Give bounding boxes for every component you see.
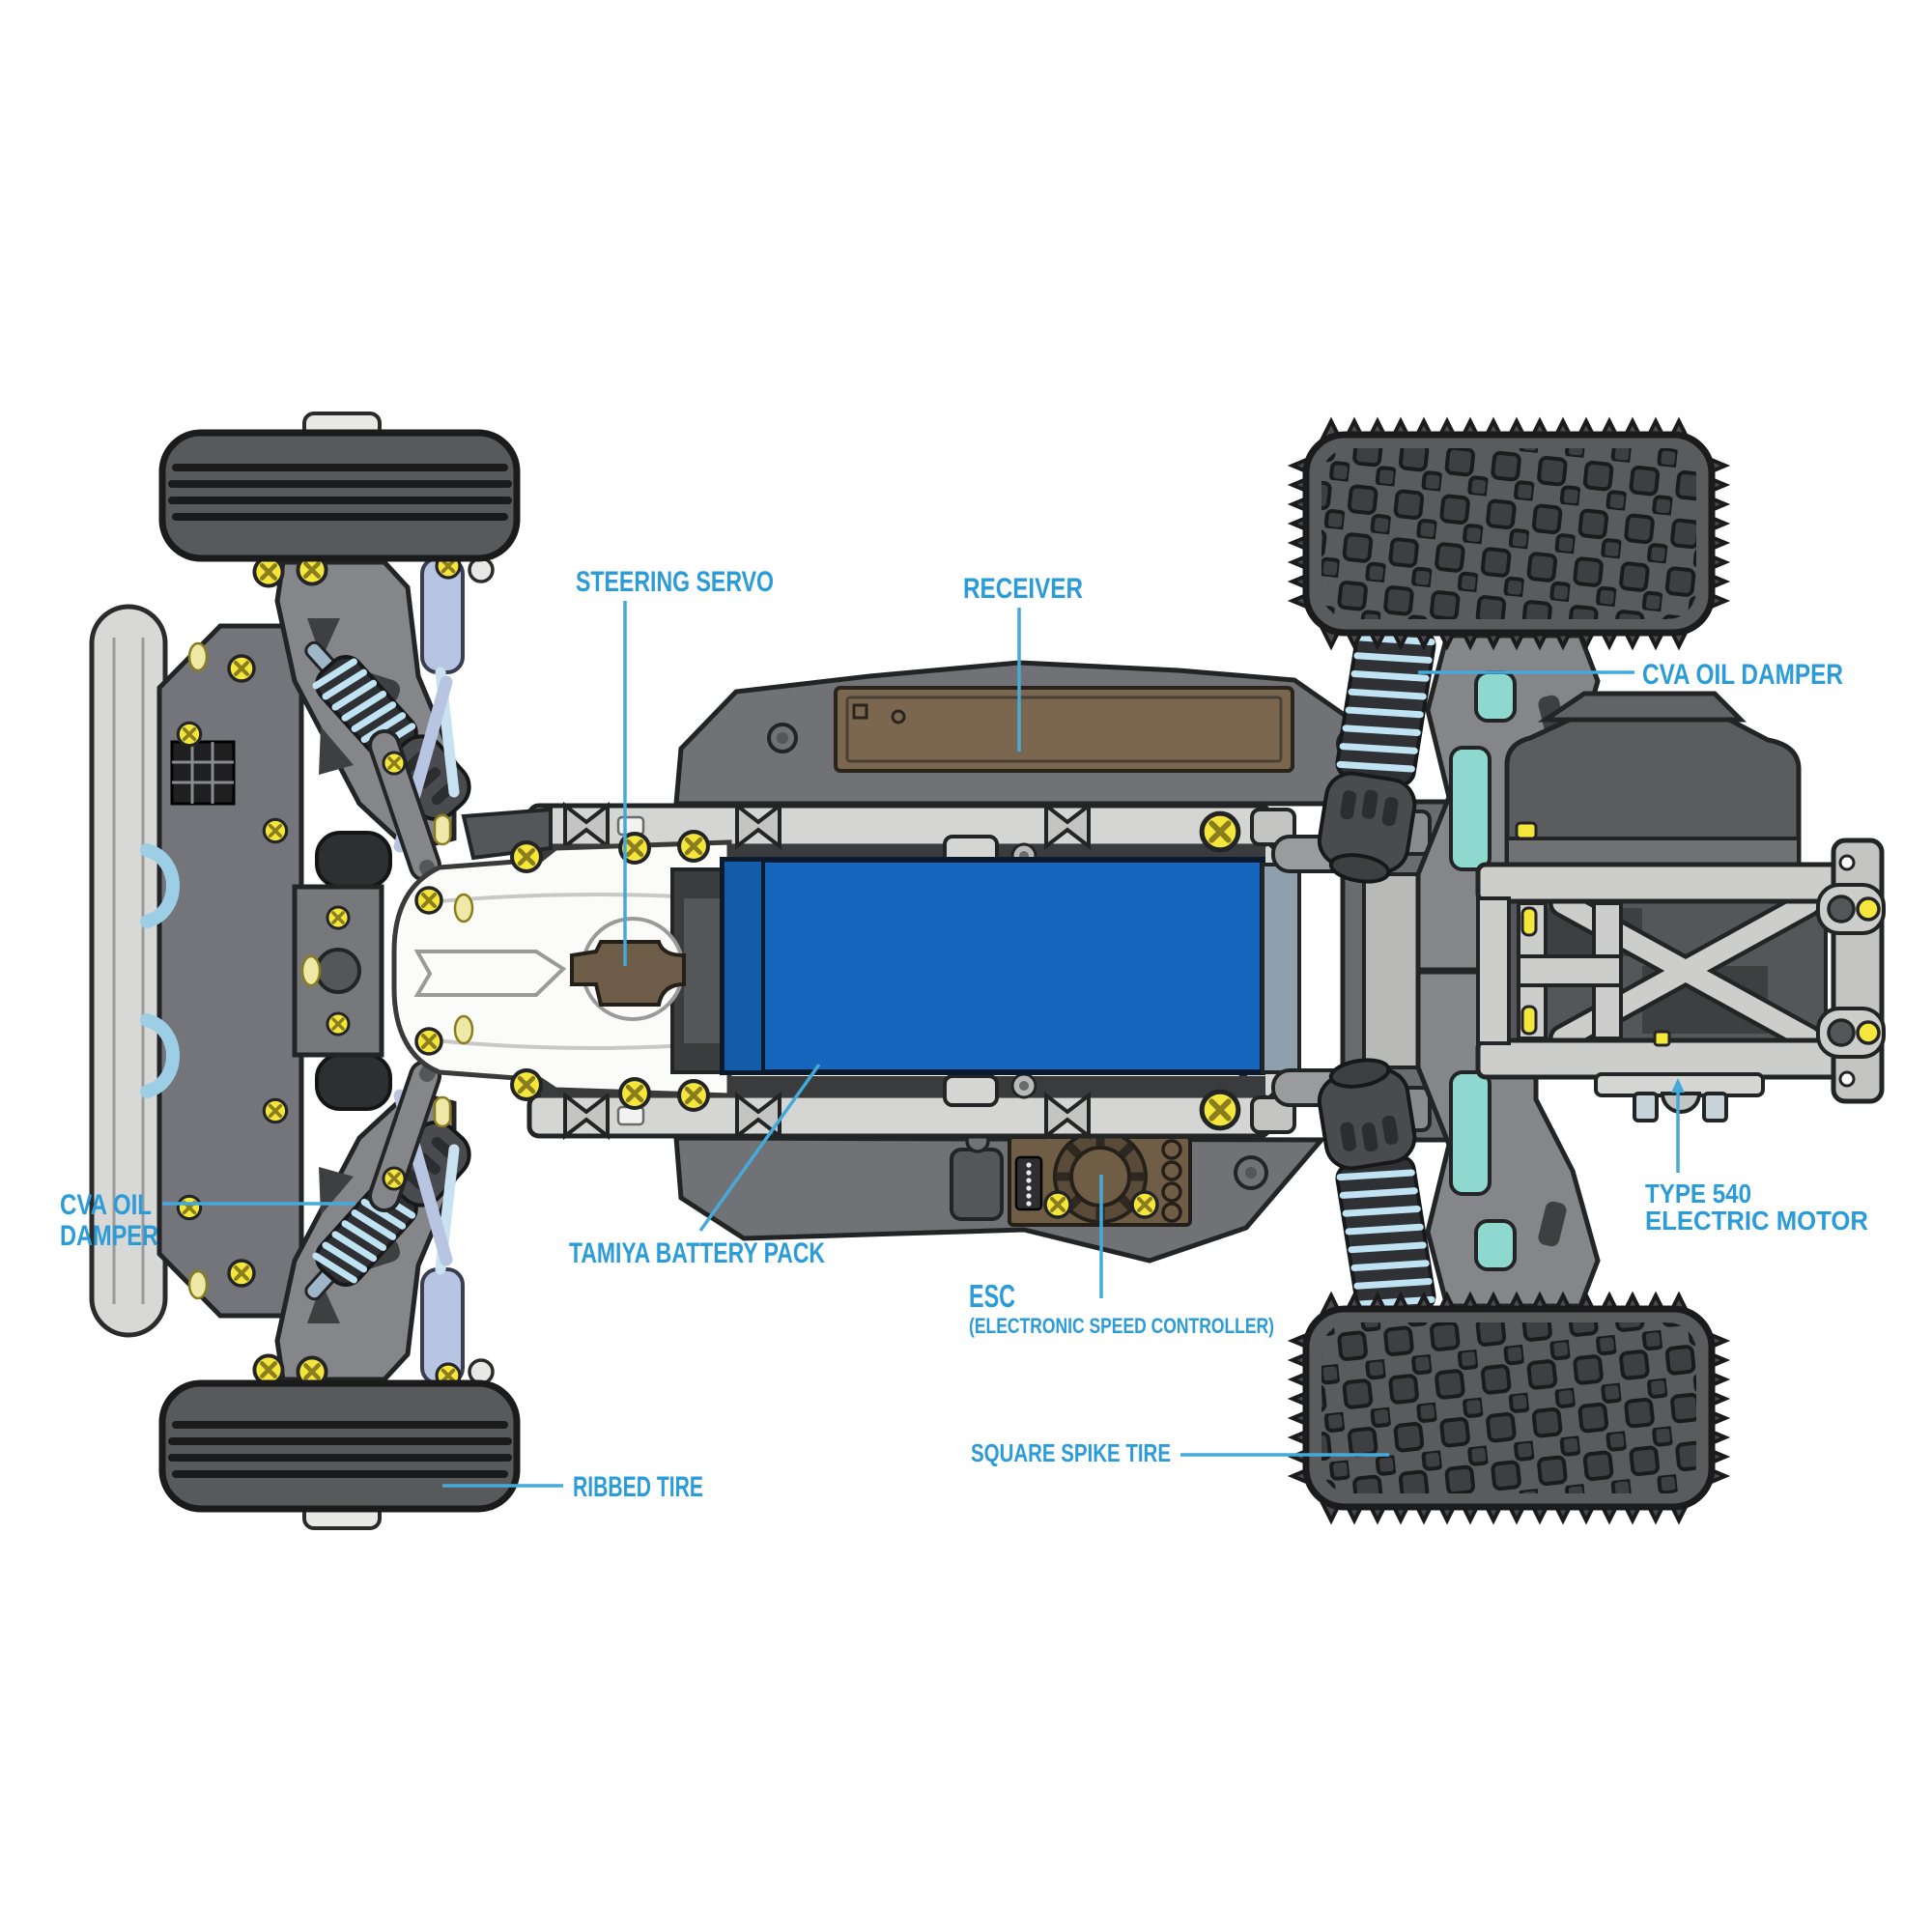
battery-label: TAMIYA BATTERY PACK (569, 1237, 825, 1269)
gearbox-hump (1537, 691, 1747, 723)
ribbed-tire-label: RIBBED TIRE (573, 1471, 703, 1503)
bumper-hook (140, 1013, 180, 1098)
receiver-label: RECEIVER (963, 573, 1083, 605)
servo-horn (570, 940, 686, 1007)
bumper-hook (140, 843, 180, 928)
battery-stop (1261, 863, 1301, 1074)
motor-leader-arrow (1671, 1078, 1685, 1093)
esc-sublabel: (ELECTRONIC SPEED CONTROLLER) (969, 1314, 1274, 1338)
annotations: STEERING SERVO RECEIVER CVA OIL DAMPER C… (60, 566, 1868, 1503)
front-grid-detail (170, 740, 236, 806)
cva-damper-left-label-line2: DAMPER (60, 1220, 158, 1252)
battery-leader (698, 1063, 821, 1233)
cva-damper-right-label: CVA OIL DAMPER (1642, 659, 1843, 691)
motor-label-line1: TYPE 540 (1645, 1179, 1751, 1208)
steering-servo-label: STEERING SERVO (576, 566, 774, 598)
esc-connector (1014, 1155, 1043, 1211)
motor-mount-frame (1475, 862, 1843, 1080)
spike-tire-label: SQUARE SPIKE TIRE (971, 1438, 1171, 1467)
esc-label: ESC (969, 1278, 1015, 1314)
motor-label-line2: ELECTRIC MOTOR (1645, 1206, 1868, 1236)
cva-damper-left-label-line1: CVA OIL (60, 1189, 152, 1221)
receiver-unit (834, 686, 1294, 773)
damper-mount-pod (315, 831, 392, 889)
damper-mount-pod (315, 1053, 392, 1111)
rear-gearbox (1504, 717, 1802, 867)
battery-pack (720, 857, 1265, 1075)
rear-end-plate (1816, 838, 1886, 1104)
